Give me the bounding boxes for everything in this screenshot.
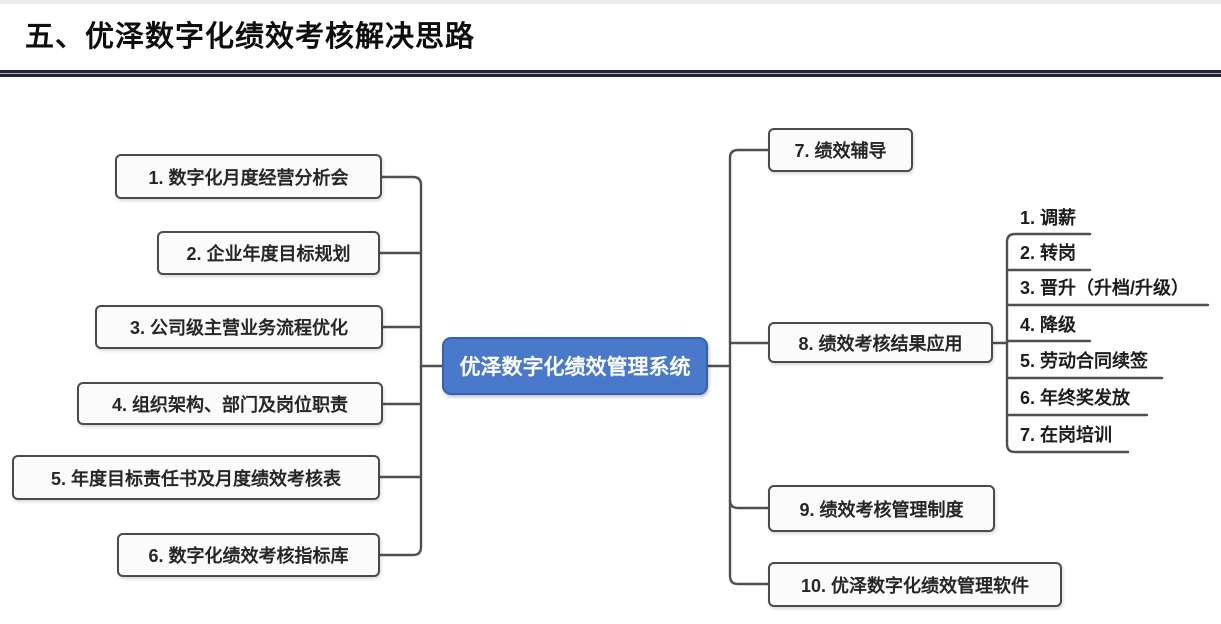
- node-1-monthly-analysis[interactable]: 1. 数字化月度经营分析会: [115, 154, 382, 199]
- node-7-performance-coaching[interactable]: 7. 绩效辅导: [768, 128, 913, 172]
- node-2-annual-goal-planning[interactable]: 2. 企业年度目标规划: [157, 231, 380, 275]
- title-rule: [0, 70, 1221, 77]
- node-10-performance-software[interactable]: 10. 优泽数字化绩效管理软件: [768, 562, 1062, 607]
- center-node-performance-system[interactable]: 优泽数字化绩效管理系统: [442, 337, 708, 395]
- leaf-annual-bonus[interactable]: 6. 年终奖发放: [1020, 388, 1131, 408]
- page-title: 五、优泽数字化绩效考核解决思路: [25, 21, 476, 53]
- leaf-salary-adjustment[interactable]: 1. 调薪: [1020, 208, 1077, 228]
- node-3-process-optimization[interactable]: 3. 公司级主营业务流程优化: [95, 305, 383, 349]
- node-6-kpi-library[interactable]: 6. 数字化绩效考核指标库: [117, 533, 380, 577]
- leaf-contract-renewal[interactable]: 5. 劳动合同续签: [1020, 351, 1149, 371]
- node-4-org-structure[interactable]: 4. 组织架构、部门及岗位职责: [77, 382, 383, 425]
- node-8-result-application[interactable]: 8. 绩效考核结果应用: [768, 322, 993, 363]
- leaf-demotion[interactable]: 4. 降级: [1020, 315, 1077, 335]
- node-5-responsibility-assessment-form[interactable]: 5. 年度目标责任书及月度绩效考核表: [12, 455, 380, 500]
- top-strip: [0, 0, 1221, 4]
- leaf-on-job-training[interactable]: 7. 在岗培训: [1020, 425, 1113, 445]
- leaf-promotion[interactable]: 3. 晋升（升档/升级）: [1020, 278, 1190, 298]
- node-9-management-rules[interactable]: 9. 绩效考核管理制度: [768, 485, 995, 532]
- leaf-job-transfer[interactable]: 2. 转岗: [1020, 243, 1077, 263]
